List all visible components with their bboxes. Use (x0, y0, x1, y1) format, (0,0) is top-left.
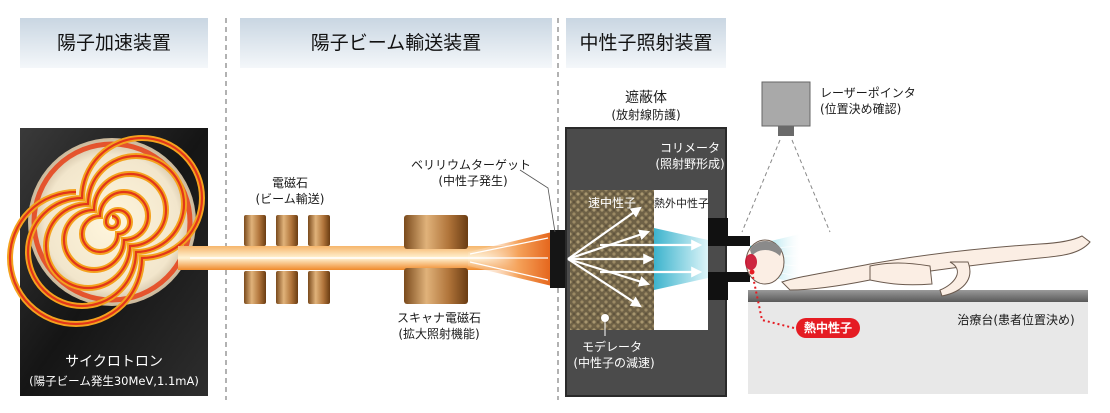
scanning-fan (468, 232, 552, 286)
treatment-table-top (748, 290, 1088, 302)
laser-pointer-label: レーザーポインタ (820, 86, 916, 100)
thermal-neutron-badge: 熱中性子 (796, 318, 861, 338)
electromagnet-top-1 (244, 215, 266, 246)
scanner-sublabel: (拡大照射機能) (398, 327, 480, 341)
shield-sublabel: (放射線防護) (611, 108, 681, 122)
header-beam-transport: 陽子ビーム輸送装置 (310, 32, 482, 54)
electromagnet-sublabel: (ビーム輸送) (255, 192, 325, 206)
electromagnet-bottom-1 (244, 271, 266, 304)
laser-pointer-housing (761, 81, 811, 127)
electromagnet-bottom-2 (276, 271, 298, 304)
epithermal-neutron-label: 熱外中性子 (654, 197, 709, 210)
electromagnet-bottom-3 (308, 271, 330, 304)
collimator-jaw-bottom (708, 272, 750, 300)
scanner-magnet-bottom (404, 268, 468, 304)
beryllium-sublabel: (中性子発生) (438, 174, 508, 188)
cyclotron-spec: (陽子ビーム発生30MeV,1.1mA) (29, 374, 199, 388)
patient-figure (781, 235, 1091, 297)
cyclotron-label: サイクロトロン (65, 354, 163, 370)
beryllium-leader (519, 169, 556, 233)
beryllium-target (550, 230, 568, 288)
laser-pointer-lens (778, 126, 794, 136)
header-neutron-irradiation: 中性子照射装置 (579, 32, 713, 54)
tumor-target (745, 254, 757, 270)
collimator-sublabel: (照射野形成) (655, 157, 725, 171)
fast-neutron-arrows (567, 206, 703, 308)
fast-neutron-label: 速中性子 (587, 196, 636, 210)
moderator-sublabel: (中性子の減速) (573, 356, 655, 370)
laser-line-left (741, 139, 781, 233)
patient-hair (750, 241, 782, 256)
shield-label: 遮蔽体 (625, 90, 667, 106)
laser-line-right (791, 139, 831, 233)
beryllium-label: ベリリウムターゲット (410, 158, 531, 172)
header-band-cyclotron (20, 18, 208, 68)
scanner-magnet-top (404, 215, 468, 249)
electromagnet-top-2 (276, 215, 298, 246)
scanner-label: スキャナ電磁石 (396, 311, 481, 325)
treatment-table-label: 治療台(患者位置決め) (957, 313, 1075, 327)
header-band-irradiation (566, 18, 726, 68)
electromagnet-top-3 (308, 215, 330, 246)
thermal-neutron-leader (751, 271, 795, 329)
moderator-label: モデレータ (581, 340, 642, 354)
collimator-jaw-top (708, 218, 750, 246)
laser-pointer-sublabel: (位置決め確認) (820, 102, 902, 116)
header-cyclotron: 陽子加速装置 (56, 32, 171, 54)
electromagnet-label: 電磁石 (271, 176, 308, 190)
collimator-label: コリメータ (659, 141, 720, 155)
header-band-transport (240, 18, 552, 68)
treatment-table-base (748, 290, 1088, 394)
